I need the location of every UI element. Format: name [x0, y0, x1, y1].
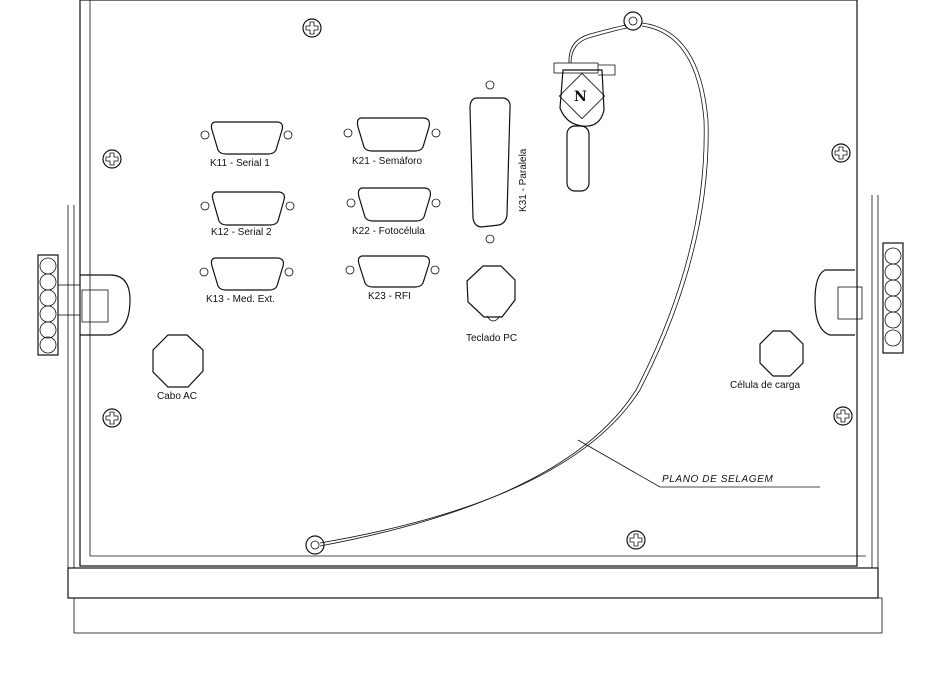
- seal-wire: [305, 11, 709, 555]
- mounting-screws: [102, 18, 853, 550]
- ac-cable-label: Cabo AC: [157, 391, 197, 402]
- screw-icon: [102, 149, 122, 169]
- right-bracket: [871, 195, 879, 568]
- k13-label: K13 - Med. Ext.: [206, 294, 275, 305]
- db9-connector-k23: [345, 255, 440, 288]
- wire-anchor-bottom: [305, 535, 325, 555]
- db9-connector-k13: [199, 257, 294, 291]
- cable-gland-load-cell: [759, 330, 804, 377]
- k23-label: K23 - RFI: [368, 291, 411, 302]
- seal-body: [566, 125, 590, 192]
- lead-seal: N: [553, 62, 616, 192]
- k11-label: K11 - Serial 1: [210, 158, 270, 169]
- screw-icon: [626, 530, 646, 550]
- db9-connector-k21: [343, 117, 441, 152]
- seal-plane-label: PLANO DE SELAGEM: [662, 474, 773, 485]
- k12-label: K12 - Serial 2: [211, 227, 272, 238]
- left-bracket: [67, 205, 75, 568]
- screw-icon: [831, 143, 851, 163]
- front-panel-outline: [79, 0, 858, 567]
- screw-icon: [302, 18, 322, 38]
- k31-label: K31 - Paralela: [518, 148, 529, 212]
- k21-label: K21 - Semáforo: [352, 156, 422, 167]
- seal-plane-callout: PLANO DE SELAGEM: [577, 439, 820, 488]
- enclosure: [67, 0, 883, 634]
- left-knob: [37, 254, 131, 356]
- cable-gland-ac: [152, 334, 204, 388]
- db9-connector-k22: [346, 187, 441, 222]
- k22-label: K22 - Fotocélula: [352, 226, 425, 237]
- db9-connector-k12: [200, 191, 295, 226]
- screw-icon: [102, 408, 122, 428]
- screw-icon: [833, 406, 853, 426]
- right-knob: [814, 242, 904, 354]
- load-cell-label: Célula de carga: [730, 380, 800, 391]
- db9-connector-k11: [200, 121, 293, 155]
- wire-anchor-top: [623, 11, 643, 31]
- base-plate: [67, 567, 879, 599]
- base-foot: [73, 597, 883, 634]
- pc-keyboard-label: Teclado PC: [466, 333, 517, 344]
- cable-gland-pc-keyboard: [466, 265, 516, 322]
- db25-connector-k31: [469, 80, 511, 244]
- seal-letter: N: [574, 89, 587, 105]
